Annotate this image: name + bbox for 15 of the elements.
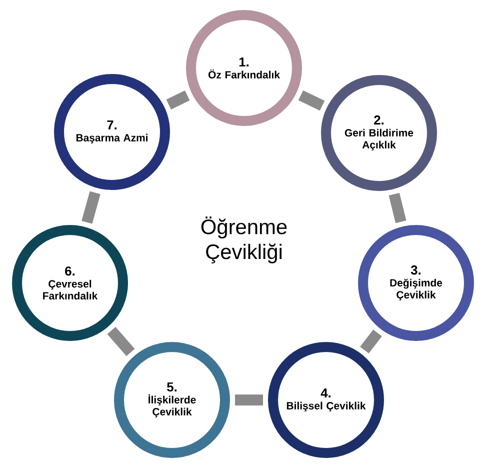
circle-node: 1. Öz Farkındalık [186,10,302,126]
circle-node: 2. Geri Bildirime Açıklık [321,75,437,191]
connector [388,192,406,224]
center-title: Öğrenme Çevikliği [201,216,287,264]
circle-node: 7. Başarma Azmi [54,74,170,190]
connector [360,330,382,354]
circle-node: 6. Çevresel Farkındalık [12,225,128,341]
connector [107,326,135,356]
circle-node: 3. Değişimde Çeviklik [358,225,474,341]
connector [235,394,263,406]
circle-node: 5. İlişkilerde Çeviklik [114,342,230,458]
connector [82,191,100,224]
connector [298,90,325,111]
connector [166,90,190,110]
circle-node: 4. Bilişsel Çeviklik [268,342,384,458]
